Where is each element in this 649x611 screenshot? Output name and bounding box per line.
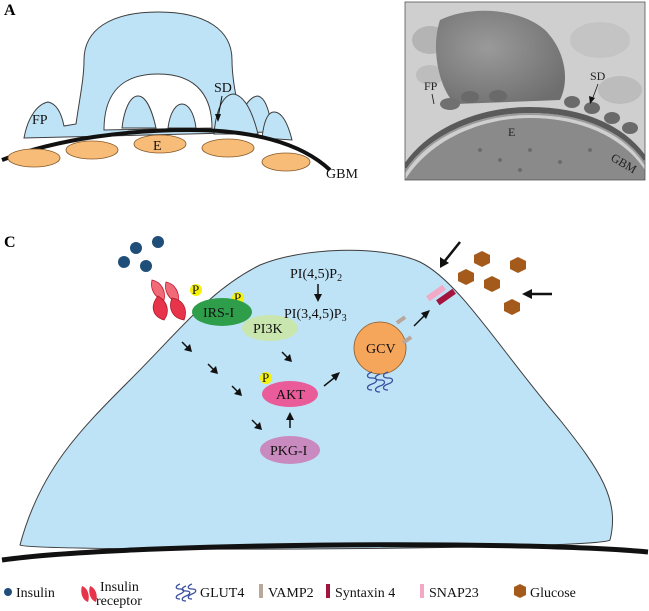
endothelial-cell: [201, 138, 255, 158]
foot-process-right-1: [213, 93, 259, 135]
insulin-legend-icon: [4, 588, 12, 596]
legend-label: Insulin: [100, 580, 139, 595]
panel-a: A FP SD E GBM: [1, 2, 358, 182]
endothelial-cell: [261, 152, 311, 172]
phospho-badge: [260, 372, 272, 384]
gcv-to-membrane-arrow: [413, 315, 425, 327]
endothelial-cell: [7, 148, 61, 168]
glucose-entry-arrow: [440, 241, 461, 268]
panel-a-letter: A: [4, 2, 16, 19]
svg-text:PI(3,4,5)P3: PI(3,4,5)P3: [284, 307, 347, 324]
phospho-badge: [190, 284, 202, 296]
legend: Insulin Insulin receptor GLUT4 VAMP2 Syn…: [4, 580, 576, 609]
glucose-molecule: [458, 269, 474, 285]
micrograph-gbm: [405, 106, 645, 170]
irs1-node: [192, 298, 252, 326]
legend-item-snap23: SNAP23: [420, 584, 479, 601]
pkg1-label: PKG-I: [270, 444, 308, 459]
foot-process-inner-right: [167, 103, 197, 129]
legend-item-glut4: GLUT4: [175, 583, 244, 602]
panel-c: C P P IRS-I PI3K PI(4,5)P2: [1, 234, 649, 563]
sd-pointer-head: [215, 114, 221, 122]
legend-label: VAMP2: [268, 586, 314, 601]
akt-label: AKT: [276, 388, 305, 403]
snap23-membrane: [426, 284, 446, 302]
gcv-label: GCV: [366, 342, 396, 357]
glut4-legend-icon: [175, 583, 197, 602]
legend-item-vamp2: VAMP2: [259, 584, 314, 601]
insulin-receptor: [151, 279, 186, 321]
akt-node: [262, 381, 318, 407]
foot-process-inner-left: [121, 95, 157, 129]
vamp2-legend-icon: [259, 584, 263, 598]
phospho-label: P: [234, 290, 241, 305]
endothelial-cell: [133, 134, 187, 154]
signal-arrow: [231, 385, 242, 396]
gbm-base-line: [1, 542, 649, 563]
glucose-molecule: [474, 251, 490, 267]
signal-arrow: [251, 419, 262, 430]
glucose-legend-icon: [514, 584, 526, 598]
signal-arrow: [181, 341, 192, 352]
signal-arrow: [207, 363, 218, 374]
syntaxin4-membrane: [436, 288, 456, 306]
phospho-label: P: [192, 282, 199, 297]
gbm-line: [1, 127, 332, 172]
label-gbm: GBM: [326, 167, 358, 182]
legend-item-insulin-receptor: Insulin receptor: [81, 580, 142, 609]
legend-item-syntaxin4: Syntaxin 4: [326, 584, 395, 601]
pkg1-node: [260, 436, 320, 464]
panel-c-letter: C: [4, 234, 16, 251]
glucose-molecule: [510, 257, 526, 273]
pip2-label: PI(4,5)P2: [290, 267, 342, 284]
micrograph-label-e: E: [508, 125, 515, 139]
label-e: E: [153, 139, 162, 154]
legend-label: Insulin: [16, 586, 55, 601]
legend-label: Glucose: [530, 586, 576, 601]
legend-label: SNAP23: [429, 586, 479, 601]
insulin-receptor-legend-icon: [81, 586, 97, 602]
legend-item-insulin: Insulin: [4, 586, 55, 601]
label-sd: SD: [214, 81, 232, 96]
pip3-label: PI(3,4,5)P3: [284, 307, 347, 324]
pi3k-label: PI3K: [253, 322, 283, 337]
insulin-molecule: [130, 242, 142, 254]
legend-label-line2: receptor: [96, 594, 142, 609]
svg-text:PI(4,5)P2: PI(4,5)P2: [290, 267, 342, 284]
phospho-label: P: [262, 370, 269, 385]
insulin-molecule: [118, 256, 130, 268]
glucose-molecule: [484, 276, 500, 292]
irs1-label: IRS-I: [203, 306, 234, 321]
micrograph-podocyte: [435, 10, 565, 104]
signal-arrow: [281, 351, 292, 362]
legend-label: Syntaxin 4: [335, 586, 395, 601]
label-fp: FP: [32, 113, 48, 128]
insulin-molecule: [152, 236, 164, 248]
micrograph-label-sd: SD: [590, 69, 606, 83]
micrograph-label-fp: FP: [424, 79, 438, 93]
legend-item-glucose: Glucose: [514, 584, 576, 601]
syntaxin4-legend-icon: [326, 584, 330, 598]
pi3k-node: [242, 315, 298, 341]
micrograph-endothelium: [405, 118, 645, 180]
glut4-on-gcv: [366, 371, 394, 393]
glucose-molecule: [504, 299, 520, 315]
legend-label: GLUT4: [200, 586, 244, 601]
endothelial-cell: [65, 140, 119, 160]
snap23-legend-icon: [420, 584, 424, 598]
akt-to-gcv-arrow: [323, 377, 335, 387]
insulin-molecule: [140, 260, 152, 272]
panel-b: B: [404, 1, 646, 181]
vamp2-on-gcv: [395, 315, 413, 345]
glucose-entry-arrow: [522, 289, 552, 299]
foot-process-right-2: [261, 111, 293, 141]
